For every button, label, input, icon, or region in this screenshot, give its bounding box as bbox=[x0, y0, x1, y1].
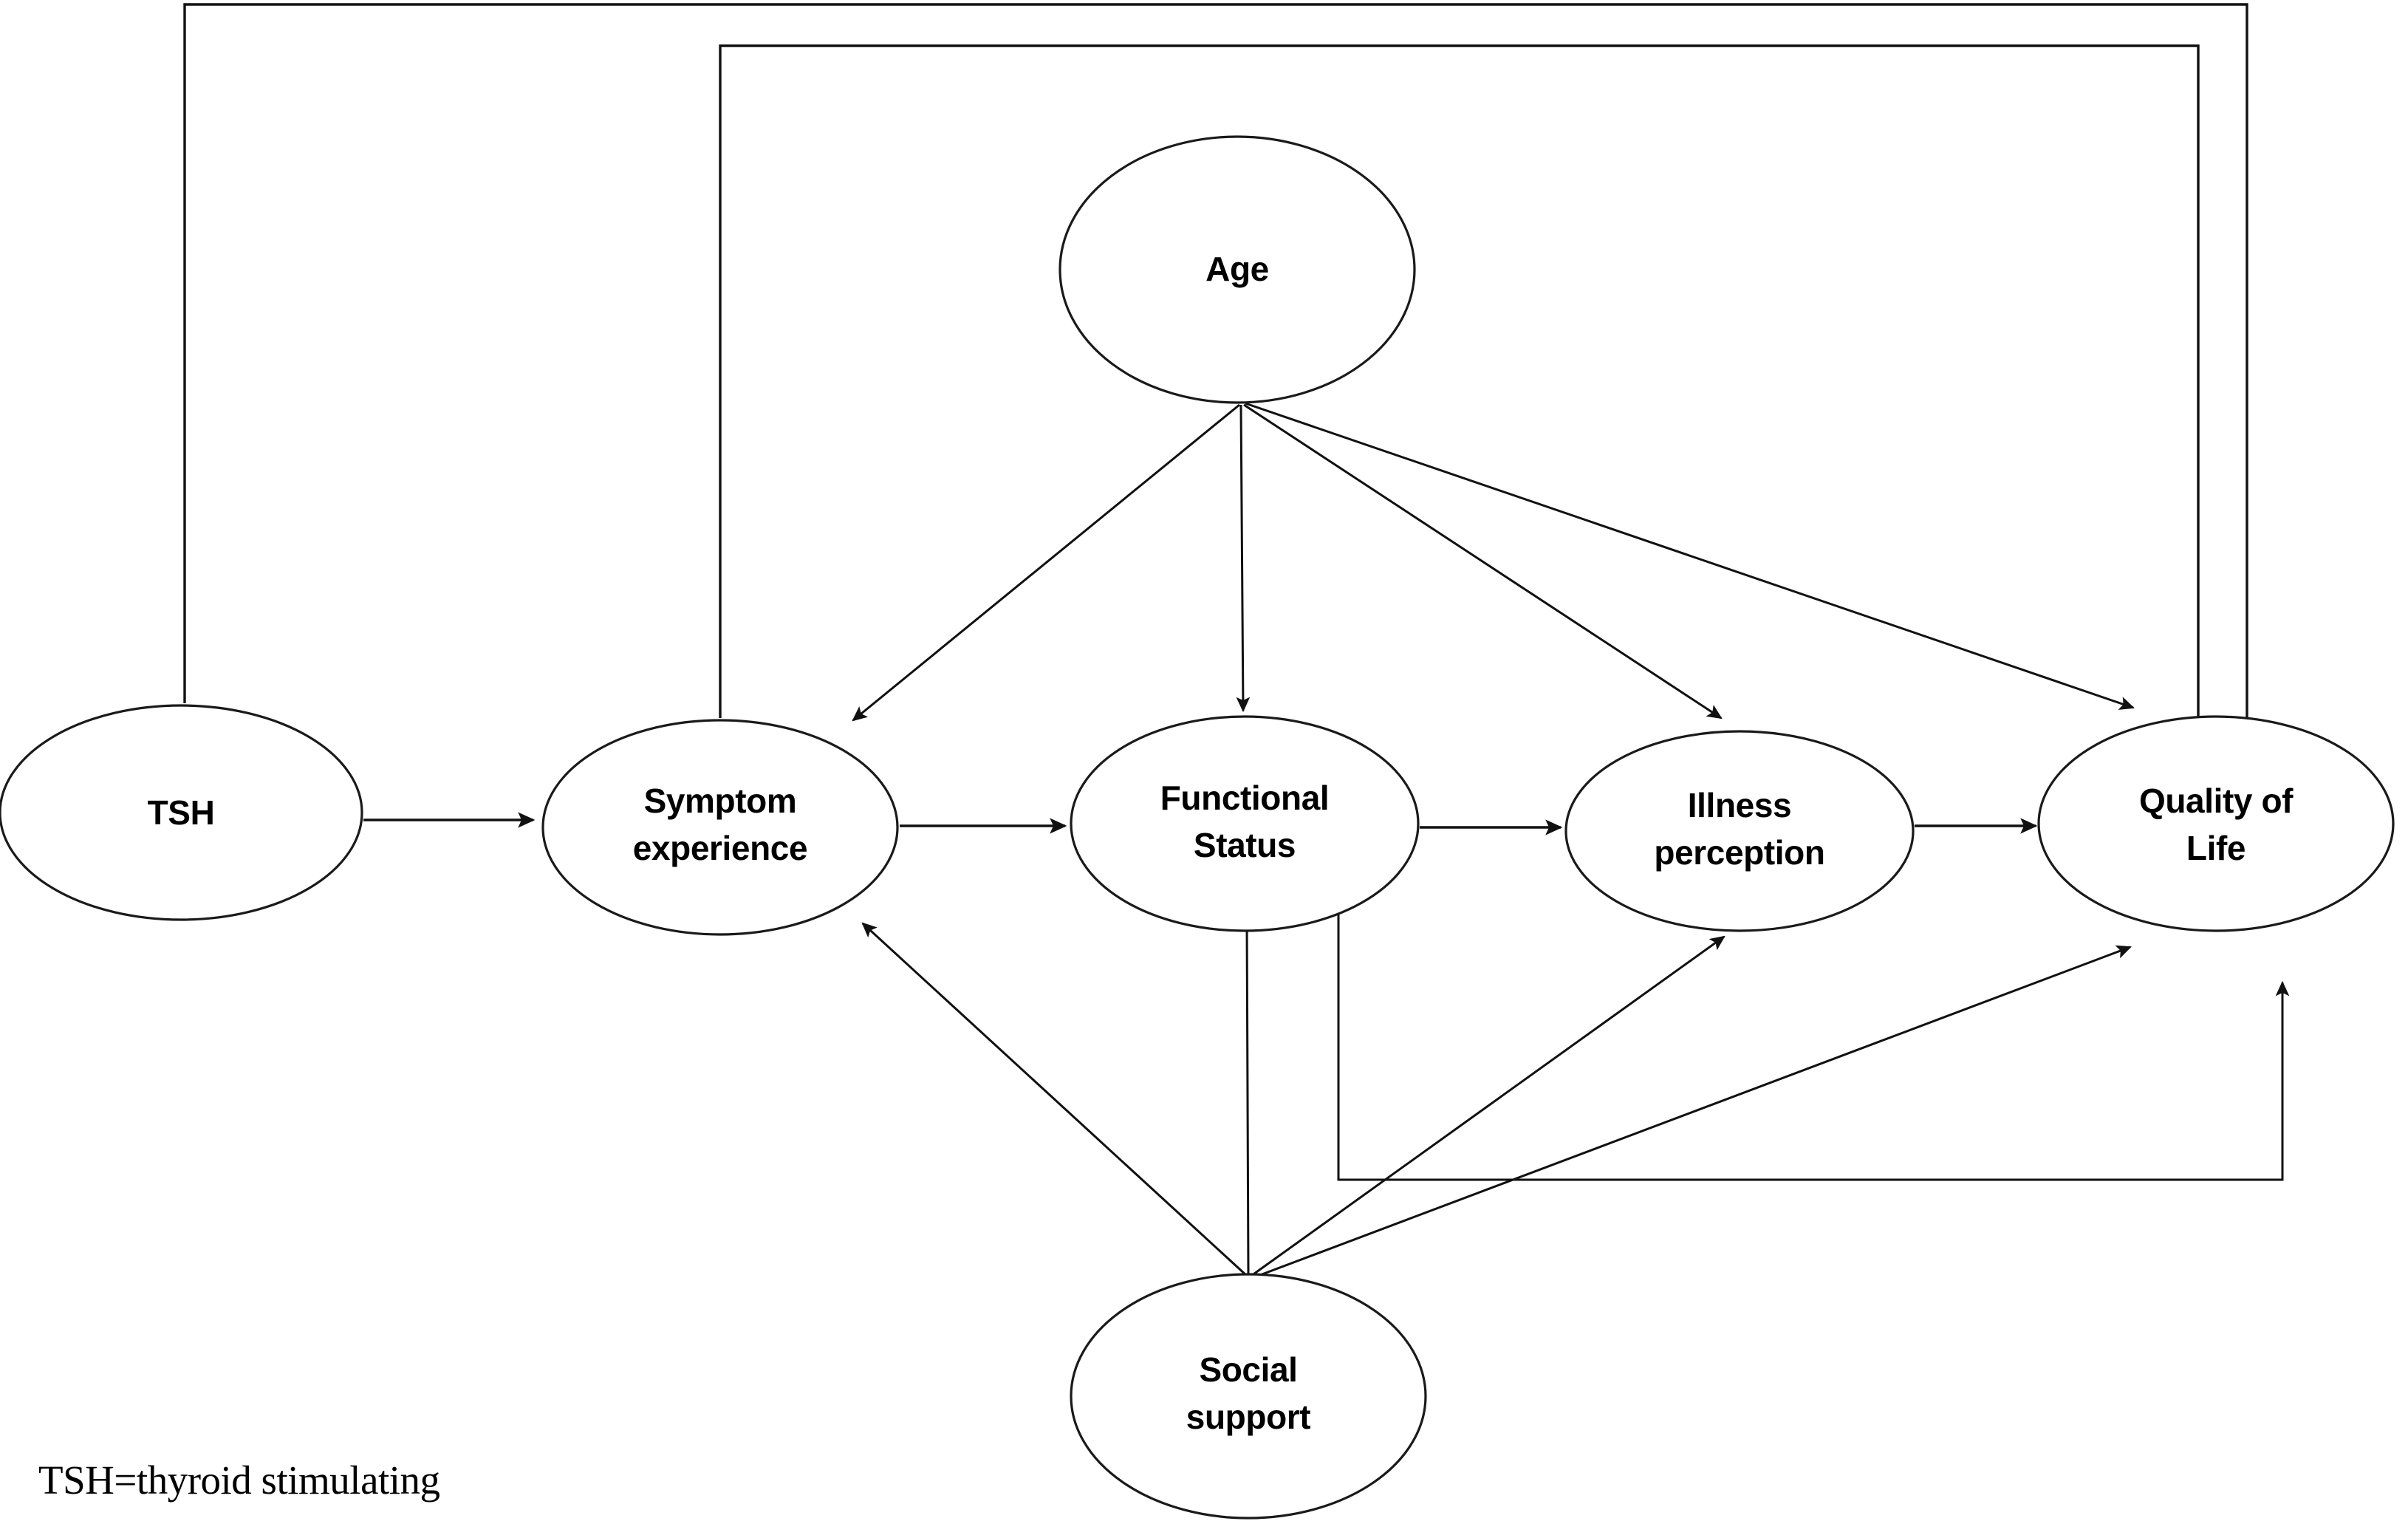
node-social-support-label-line2: support bbox=[1186, 1398, 1310, 1436]
edge-tsh-to-qol-orthogonal bbox=[183, 3, 2255, 744]
node-illness-perception[interactable]: Illness perception bbox=[1564, 730, 1915, 932]
edge-social-to-symptom bbox=[861, 922, 1248, 1277]
edge-social-to-functional bbox=[1239, 915, 1254, 1276]
edge-age-to-symptom bbox=[852, 403, 1240, 722]
node-tsh-ellipse[interactable] bbox=[0, 704, 363, 921]
node-quality-of-life-label-line2: Life bbox=[2186, 829, 2245, 867]
edge-symptom-to-qol-orthogonal bbox=[719, 44, 2206, 742]
node-social-support-ellipse[interactable] bbox=[1070, 1273, 1427, 1520]
node-functional-status[interactable]: Functional Status bbox=[1070, 715, 1420, 932]
node-symptom-experience-ellipse[interactable] bbox=[541, 719, 899, 936]
edge-social-to-illness bbox=[1251, 935, 1725, 1277]
node-functional-status-label-line1: Functional bbox=[1160, 779, 1330, 817]
node-functional-status-ellipse[interactable] bbox=[1070, 715, 1420, 932]
node-quality-of-life-ellipse[interactable] bbox=[2037, 715, 2395, 932]
node-tsh[interactable]: TSH bbox=[0, 704, 363, 921]
node-social-support-label-line1: Social bbox=[1199, 1350, 1297, 1389]
edge-layer bbox=[183, 3, 2290, 1279]
edge-age-to-illness bbox=[1243, 403, 1723, 720]
node-age-label-line1: Age bbox=[1205, 250, 1269, 288]
node-functional-status-label-line2: Status bbox=[1194, 826, 1296, 864]
node-quality-of-life-label-line1: Quality of bbox=[2139, 782, 2294, 820]
edge-functional-to-qol-orthogonal bbox=[1337, 915, 2290, 1181]
edge-social-to-qol bbox=[1253, 945, 2132, 1279]
diagram-caption: TSH=thyroid stimulating bbox=[38, 1457, 440, 1503]
node-quality-of-life[interactable]: Quality of Life bbox=[2037, 715, 2395, 932]
node-age-ellipse[interactable] bbox=[1058, 135, 1416, 404]
node-illness-perception-ellipse[interactable] bbox=[1564, 730, 1915, 932]
node-symptom-experience-label-line1: Symptom bbox=[644, 782, 797, 820]
edge-age-to-qol bbox=[1245, 402, 2135, 710]
edge-age-to-functional bbox=[1236, 404, 1251, 713]
node-layer: TSH Symptom experience Functional Status… bbox=[0, 135, 2395, 1520]
node-age[interactable]: Age bbox=[1058, 135, 1416, 404]
node-tsh-label-line1: TSH bbox=[148, 793, 215, 832]
node-symptom-experience-label-line2: experience bbox=[633, 829, 807, 867]
node-symptom-experience[interactable]: Symptom experience bbox=[541, 719, 899, 936]
node-illness-perception-label-line2: perception bbox=[1654, 833, 1824, 872]
node-social-support[interactable]: Social support bbox=[1070, 1273, 1427, 1520]
node-illness-perception-label-line1: Illness bbox=[1688, 786, 1791, 824]
